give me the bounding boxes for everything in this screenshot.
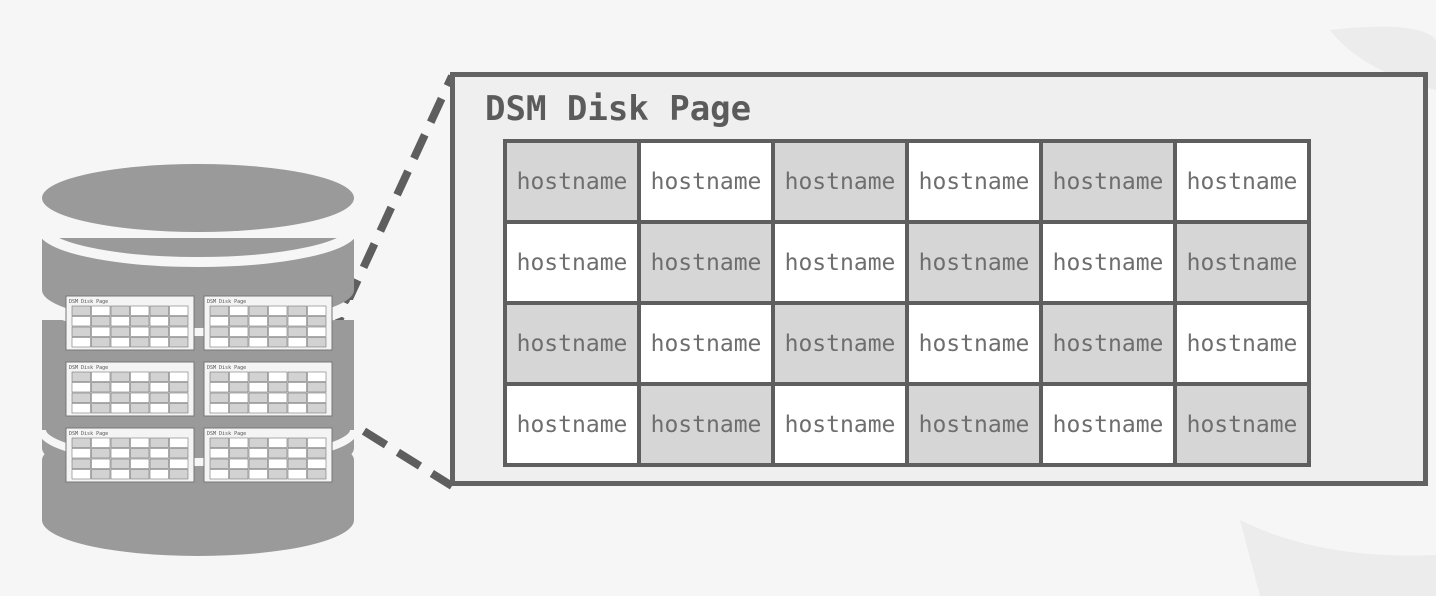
grid-cell: hostname xyxy=(775,386,905,463)
grid-cell: hostname xyxy=(641,143,771,220)
grid-cell: hostname xyxy=(1177,305,1307,382)
mini-disk-page: DSM Disk Page xyxy=(203,361,333,417)
grid-cell: hostname xyxy=(1177,143,1307,220)
mini-disk-page: DSM Disk Page xyxy=(203,295,333,351)
grid-cell: hostname xyxy=(775,143,905,220)
grid-cell: hostname xyxy=(641,305,771,382)
mini-disk-page: DSM Disk Page xyxy=(65,427,195,483)
grid-cell: hostname xyxy=(641,224,771,301)
grid-cell: hostname xyxy=(1043,305,1173,382)
grid-cell: hostname xyxy=(909,305,1039,382)
page-title: DSM Disk Page xyxy=(485,89,752,129)
database-cylinder-icon xyxy=(37,164,359,556)
mini-page-label: DSM Disk Page xyxy=(69,365,108,371)
mini-page-label: DSM Disk Page xyxy=(207,365,246,371)
grid-cell: hostname xyxy=(507,224,637,301)
grid-cell: hostname xyxy=(1043,224,1173,301)
background-decoration-bottom xyxy=(1240,520,1436,596)
grid-cell: hostname xyxy=(909,224,1039,301)
grid-cell: hostname xyxy=(1177,386,1307,463)
grid-cell: hostname xyxy=(1043,143,1173,220)
mini-page-label: DSM Disk Page xyxy=(207,431,246,437)
grid-cell: hostname xyxy=(507,386,637,463)
grid-cell: hostname xyxy=(507,305,637,382)
mini-disk-page: DSM Disk Page xyxy=(203,427,333,483)
zoom-connector-top xyxy=(326,74,456,342)
grid-cell: hostname xyxy=(775,224,905,301)
mini-disk-page: DSM Disk Page xyxy=(65,361,195,417)
mini-page-label: DSM Disk Page xyxy=(69,431,108,437)
grid-cell: hostname xyxy=(507,143,637,220)
grid-cell: hostname xyxy=(909,386,1039,463)
grid-cell: hostname xyxy=(909,143,1039,220)
grid-cell: hostname xyxy=(1043,386,1173,463)
grid-cell: hostname xyxy=(1177,224,1307,301)
mini-page-label: DSM Disk Page xyxy=(207,299,246,305)
grid-cell: hostname xyxy=(641,386,771,463)
mini-page-label: DSM Disk Page xyxy=(69,299,108,305)
mini-disk-page: DSM Disk Page xyxy=(65,295,195,351)
grid-cell: hostname xyxy=(775,305,905,382)
